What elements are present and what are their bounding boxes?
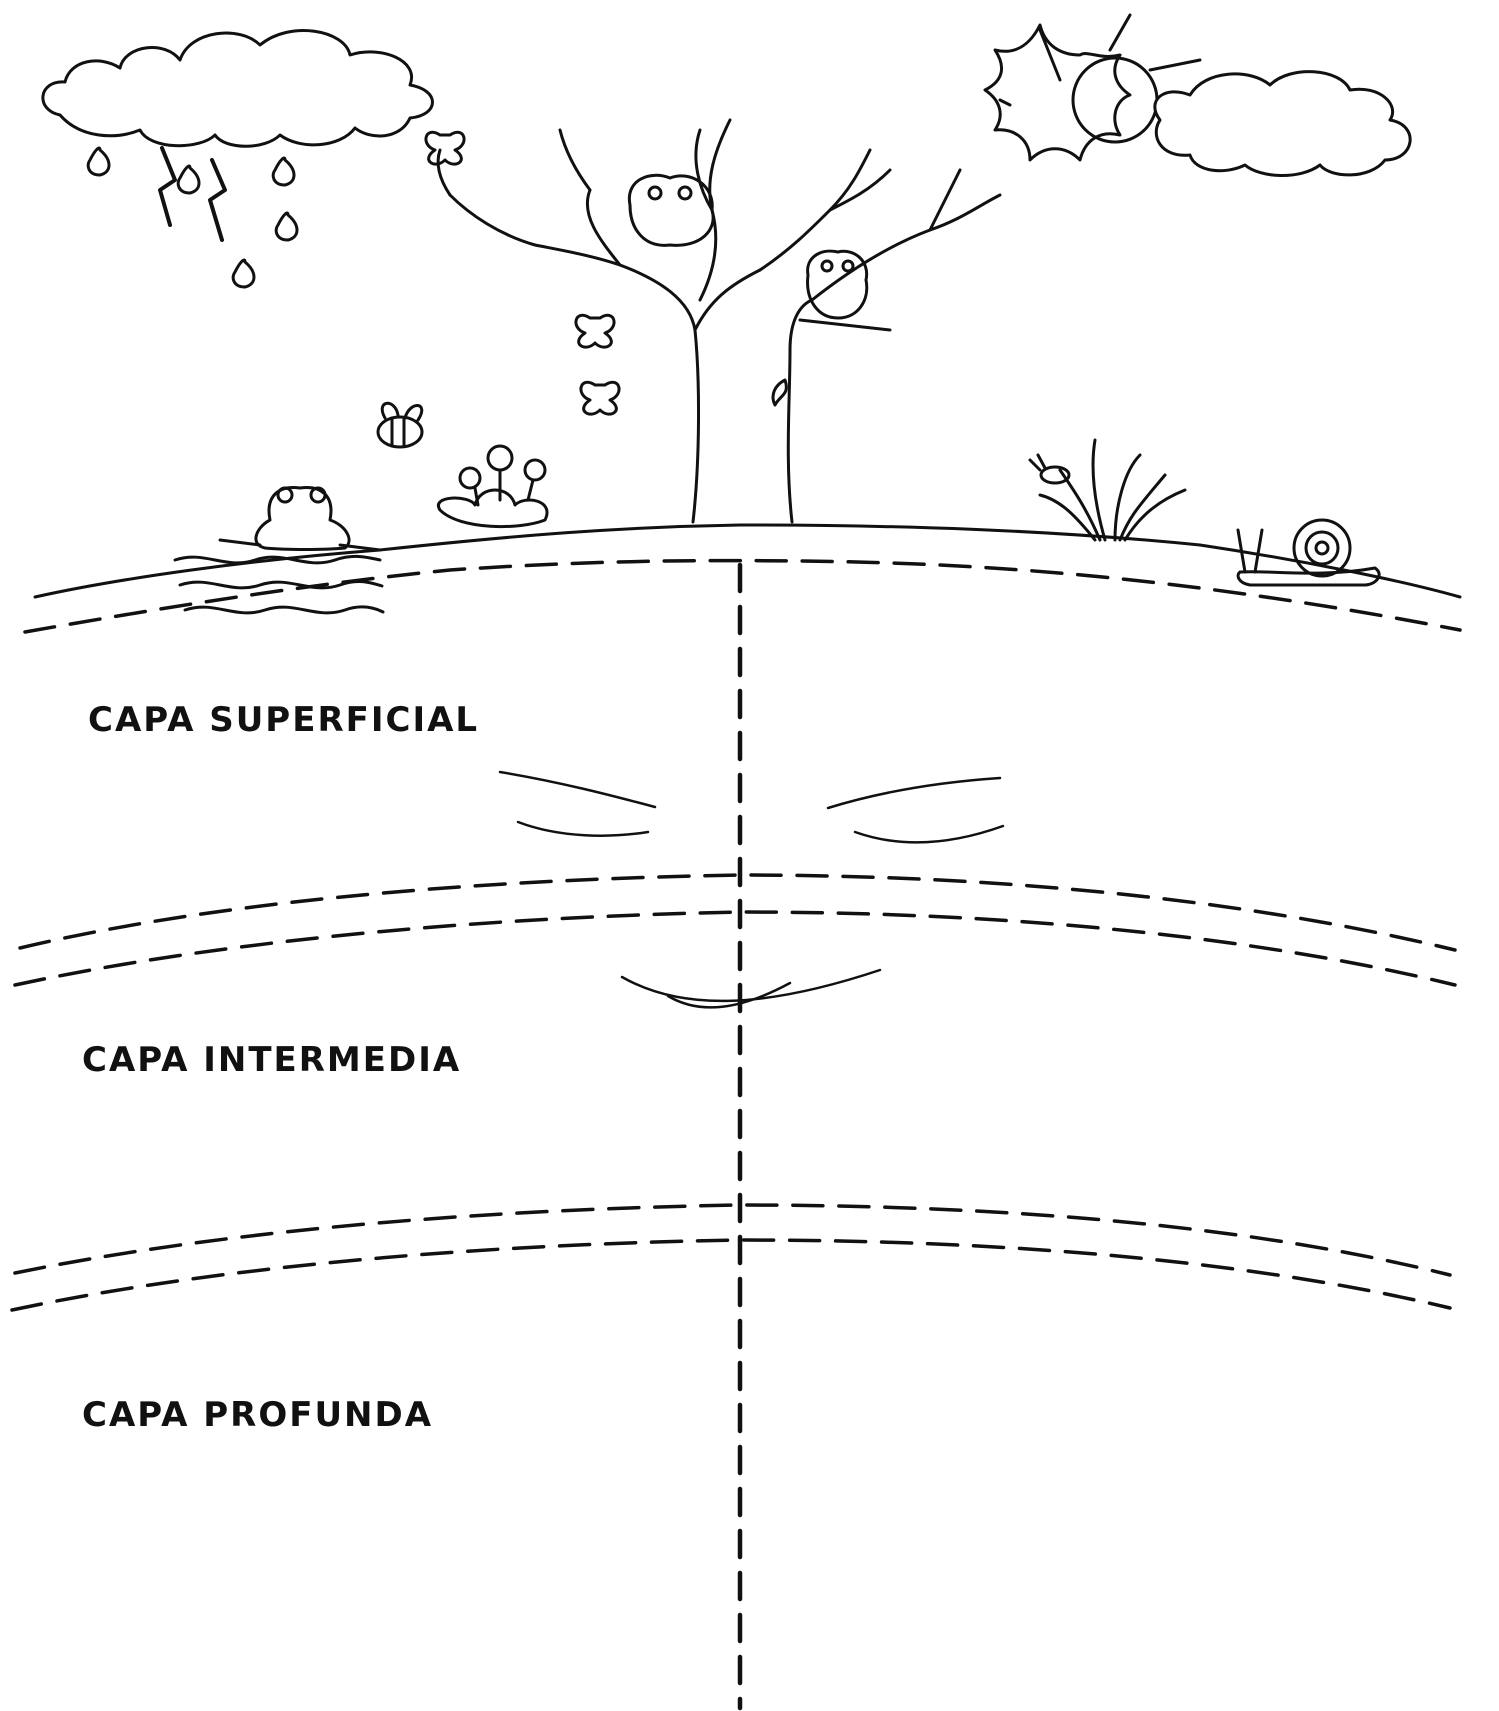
raindrop-icon [176, 164, 201, 195]
raindrop-icon [271, 156, 296, 187]
butterfly-icon [579, 380, 621, 416]
layer-boundary-line [10, 1238, 1452, 1312]
curve-mark [620, 968, 882, 1009]
tree-icon [436, 118, 1002, 524]
layer-label-intermedia: CAPA INTERMEDIA [82, 1040, 462, 1080]
cloud-icon [1153, 70, 1412, 177]
raindrop-icon [274, 211, 299, 242]
layer-boundary-line [13, 1203, 1452, 1277]
layer-boundary-line [13, 910, 1457, 987]
frog-icon [218, 485, 382, 552]
bee-icon [376, 401, 424, 449]
rain-drops [86, 146, 299, 289]
rain-cloud-icon [41, 29, 434, 148]
bug-icon [1028, 453, 1071, 485]
grass-icon [1038, 438, 1187, 542]
layer-boundary-line [23, 558, 1462, 634]
lightning-icon [158, 146, 227, 242]
layer-label-superficial: CAPA SUPERFICIAL [88, 700, 480, 740]
owl-icon [627, 173, 715, 247]
water-icon [173, 554, 385, 615]
owl-icon [798, 249, 892, 332]
snail-icon [1236, 518, 1381, 587]
curve-marks [498, 770, 1005, 844]
butterfly-icon [424, 130, 466, 166]
butterfly-icon [574, 313, 616, 349]
raindrop-icon [231, 258, 256, 289]
ground-surface-line [33, 523, 1462, 599]
sun-icon [983, 13, 1202, 162]
layer-boundary-line [18, 873, 1457, 952]
layer-label-profunda: CAPA PROFUNDA [82, 1395, 434, 1435]
flower-icon [436, 444, 549, 528]
raindrop-icon [86, 146, 111, 177]
